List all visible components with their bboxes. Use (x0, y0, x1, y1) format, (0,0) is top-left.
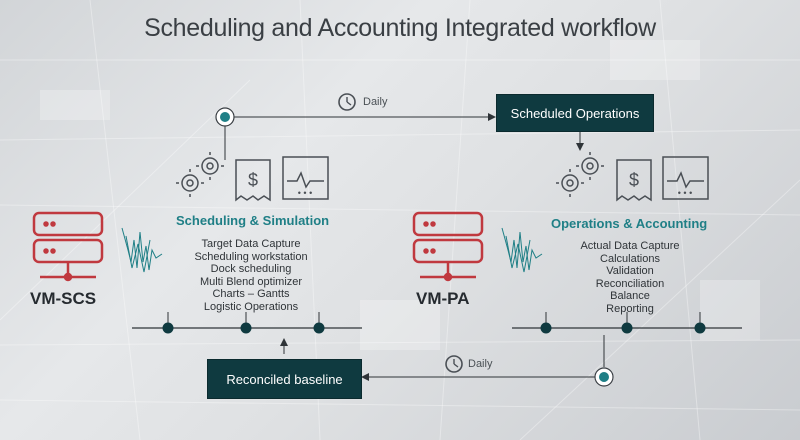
operations-accounting-title: Operations & Accounting (551, 216, 708, 231)
svg-text:• • •: • • • (678, 188, 692, 198)
page-title: Scheduling and Accounting Integrated wor… (144, 14, 656, 42)
server-icon (32, 211, 104, 282)
invoice-dollar-icon: $ (616, 159, 652, 202)
svg-text:• • •: • • • (298, 188, 312, 198)
list-item: Calculations (600, 252, 660, 265)
top-daily-label: Daily (363, 96, 388, 108)
svg-text:$: $ (248, 170, 258, 190)
vm-scs-label: VM-SCS (30, 289, 97, 308)
gears-icon (176, 152, 224, 197)
reconciled-baseline-box: Reconciled baseline (207, 359, 362, 399)
server-icon (412, 211, 484, 282)
left-timeline (132, 312, 362, 334)
invoice-dollar-icon: $ (235, 159, 271, 202)
svg-text:$: $ (629, 170, 639, 190)
scheduling-simulation-title: Scheduling & Simulation (176, 213, 330, 228)
vm-pa-label: VM-PA (416, 289, 470, 308)
right-timeline (512, 312, 742, 334)
left-feature-list: Target Data Capture Scheduling workstati… (180, 238, 322, 314)
top-daily-connector (215, 107, 496, 160)
list-item: Balance (610, 290, 650, 303)
list-item: Charts – Gantts (212, 288, 290, 301)
list-item: Scheduling workstation (194, 250, 308, 263)
list-item: Target Data Capture (201, 238, 301, 250)
list-item: Reconciliation (595, 277, 665, 290)
list-item: Logistic Operations (203, 300, 299, 313)
list-item: Dock scheduling (210, 263, 292, 276)
list-item: Multi Blend optimizer (199, 275, 303, 288)
bottom-daily-label: Daily (468, 358, 493, 370)
list-item: Actual Data Capture (580, 240, 680, 252)
monitor-chart-icon: • • • (662, 156, 709, 200)
clock-icon (338, 93, 356, 111)
waveform-icon (501, 227, 543, 273)
gears-icon (556, 152, 604, 197)
waveform-icon (121, 227, 163, 273)
monitor-chart-icon: • • • (282, 156, 329, 200)
bottom-daily-connector (280, 335, 614, 387)
scheduled-operations-box: Scheduled Operations (496, 94, 654, 132)
list-item: Reporting (606, 302, 654, 315)
list-item: Validation (606, 265, 654, 278)
clock-icon (445, 355, 463, 373)
right-feature-list: Actual Data Capture Calculations Validat… (560, 240, 700, 316)
